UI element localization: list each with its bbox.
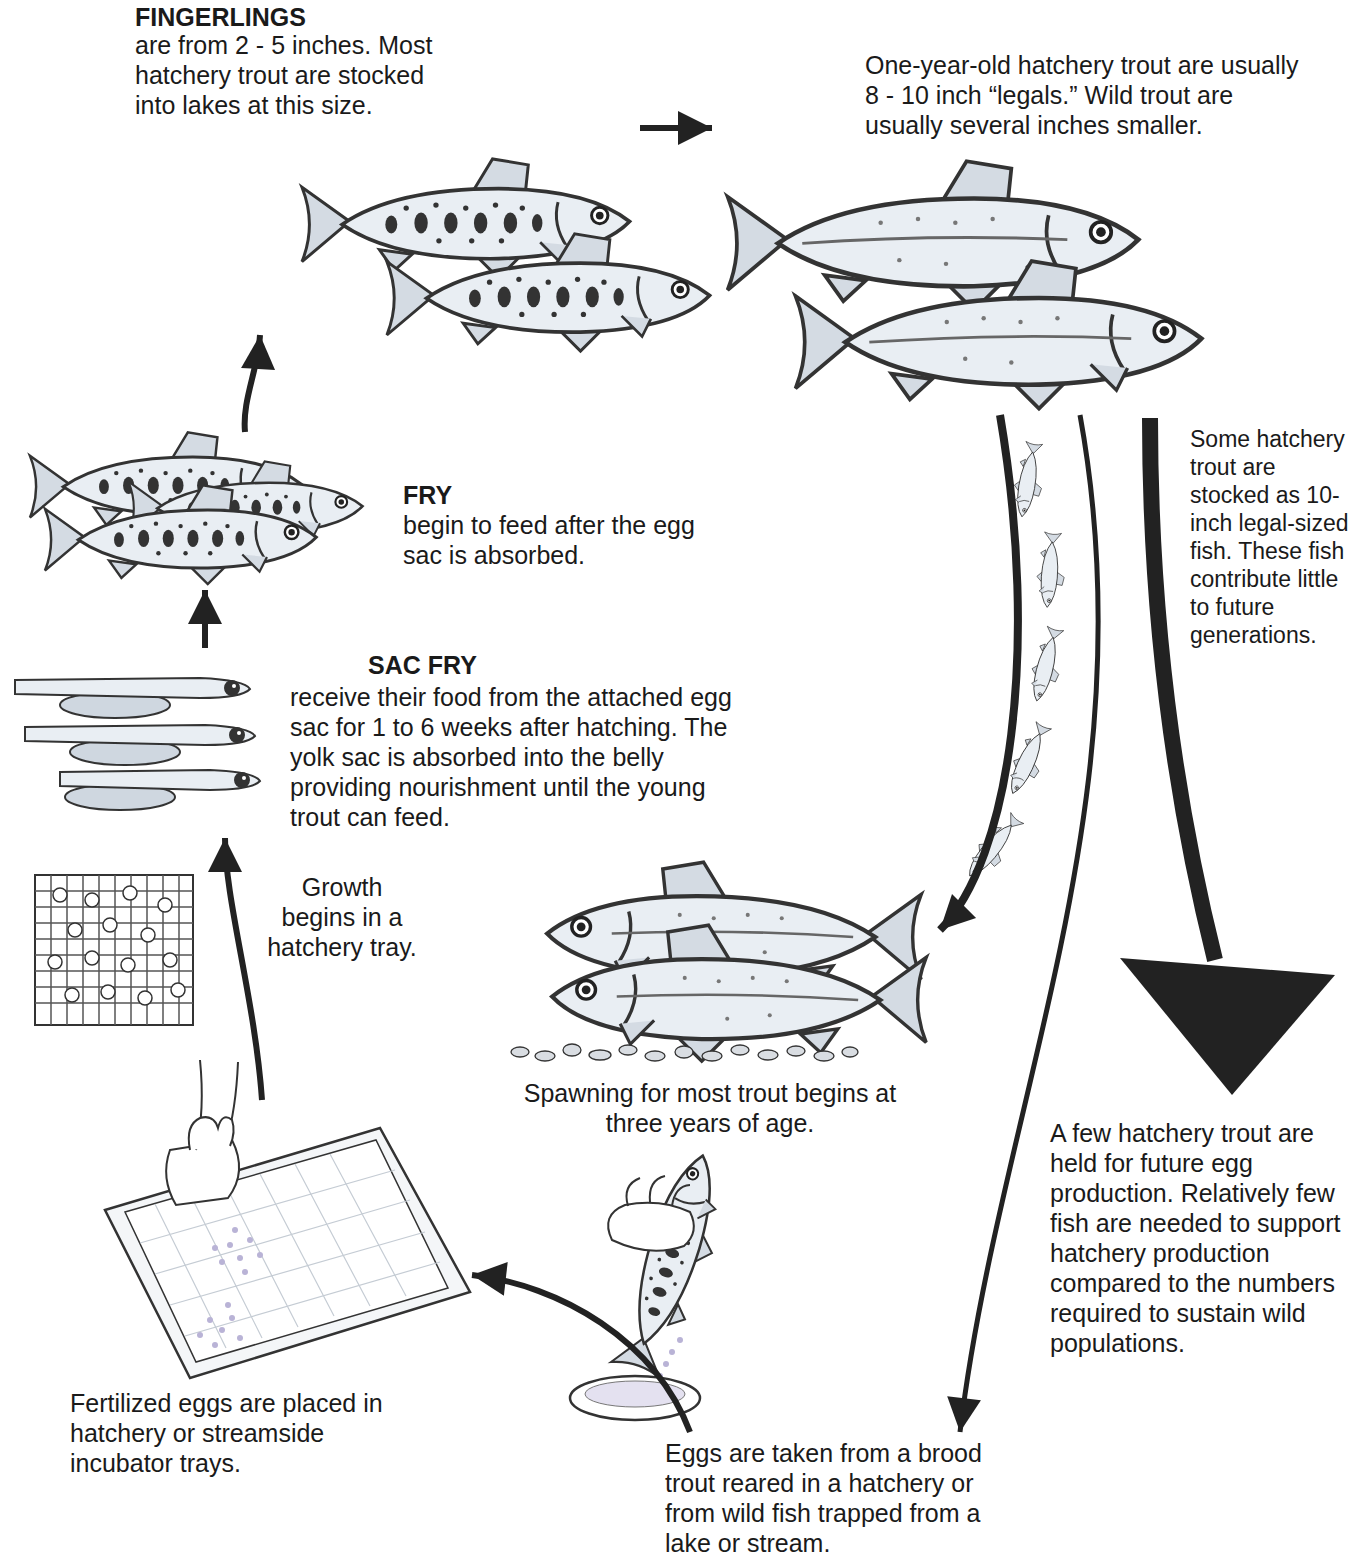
stage-text: Fertilized eggs are placed in hatchery o… [70,1388,420,1478]
arrow-head [241,335,275,370]
stage-text: Eggs are taken from a brood trout reared… [665,1438,1015,1558]
arrow-head [678,111,712,145]
stage-text: One-year-old hatchery trout are usually … [865,50,1305,140]
stage-group: Eggs are taken from a brood trout reared… [660,1432,1018,1566]
stage-group: Fertilized eggs are placed in hatchery o… [65,1100,472,1482]
fingerling-fish [302,159,710,351]
stage-text: are from 2 - 5 inches. Most hatchery tro… [135,30,465,120]
cycle-arrow [640,111,712,145]
fry-fish [30,432,363,584]
stage-text: receive their food from the attached egg… [290,682,735,832]
cycle-arrow [241,335,275,432]
stage-group: FINGERLINGSare from 2 - 5 inches. Most h… [130,0,640,335]
stage-group: One-year-old hatchery trout are usually … [712,45,1322,415]
incubator-tray [105,1060,470,1378]
stage-heading: FINGERLINGS [135,2,465,32]
stage-group: SAC FRYreceive their food from the attac… [10,648,740,838]
arrow-head [472,1262,508,1296]
stage-text: Spawning for most trout begins at three … [510,1078,910,1138]
cycle-arrow [940,415,1018,930]
arrow-head [940,894,976,930]
arrow-head [208,838,242,872]
stage-heading: SAC FRY [368,650,588,680]
stage-heading: FRY [403,480,703,510]
arrow-line [940,415,1018,930]
sac-fry [15,678,260,810]
stage-group: FRYbegin to feed after the egg sac is ab… [15,432,705,590]
edge-label: Growth begins in a hatchery tray. [262,872,422,962]
cycle-arrow [208,838,262,1100]
egg-taking [570,1142,740,1420]
spawning-trout [511,862,926,1061]
edge-label: Some hatchery trout are stocked as 10-in… [1190,425,1352,649]
cycle-arrow [472,1262,690,1432]
arrow-head [188,590,222,624]
cycle-arrow [188,590,222,648]
hatchery-mesh [35,875,193,1025]
arrow-line [225,838,262,1100]
edge-label: A few hatchery trout are held for future… [1050,1118,1350,1358]
stage-text: begin to feed after the egg sac is absor… [403,510,703,570]
stage-group: Spawning for most trout begins at three … [485,850,940,1145]
arrow-line [472,1275,690,1432]
legal-trout [728,161,1202,408]
arrow-head [947,1396,981,1432]
